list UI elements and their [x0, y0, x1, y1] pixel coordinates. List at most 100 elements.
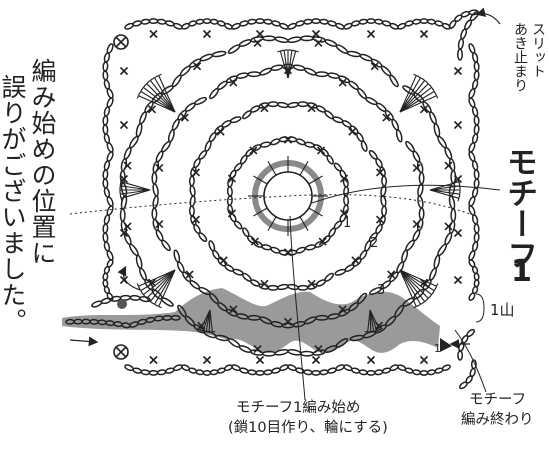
single-crochet-mark	[307, 104, 316, 113]
interior-chain-loop	[429, 111, 437, 125]
border-chain	[358, 18, 368, 25]
border-chain	[350, 367, 361, 374]
single-crochet-mark	[219, 256, 228, 265]
border-chain	[106, 196, 114, 207]
interior-chain-loop	[238, 345, 252, 353]
border-chain	[412, 369, 422, 376]
interior-chain-loop	[188, 205, 195, 217]
single-crochet-mark	[155, 219, 164, 229]
border-chain	[471, 241, 479, 252]
interior-chain-loop	[199, 53, 214, 62]
stitch-post	[158, 269, 176, 307]
notice-line-1: 編み始めの位置に	[28, 58, 57, 266]
start-chain	[170, 314, 181, 321]
border-chain	[404, 20, 414, 27]
border-chain	[148, 369, 159, 376]
slit-chain	[469, 367, 476, 378]
border-chain	[419, 18, 429, 25]
motif-title: モチーフ	[501, 146, 537, 270]
single-crochet-mark	[366, 355, 376, 365]
stitch-top	[457, 195, 461, 202]
single-crochet-mark	[202, 29, 212, 39]
single-crochet-mark	[351, 256, 360, 265]
border-chain	[473, 124, 480, 135]
interior-chain-loop	[433, 254, 441, 270]
slit-chain	[470, 359, 477, 370]
single-crochet-mark	[338, 78, 347, 87]
single-crochet-mark	[387, 270, 396, 279]
slit-chain	[460, 10, 470, 18]
stitch-post	[399, 269, 437, 287]
single-crochet-mark	[260, 279, 269, 288]
single-crochet-mark	[444, 222, 453, 231]
stitch-post	[429, 189, 459, 199]
border-chain	[358, 369, 368, 376]
stitch-post	[287, 50, 293, 79]
border-chain	[103, 214, 111, 225]
slit-chain	[457, 350, 464, 361]
round-number: 1	[434, 342, 441, 355]
border-chain	[195, 369, 205, 376]
single-crochet-mark	[453, 66, 463, 76]
single-crochet-mark	[314, 344, 323, 354]
border-chain	[103, 52, 111, 63]
single-crochet-mark	[216, 127, 225, 136]
stitch-post	[121, 189, 151, 199]
interior-chain-loop	[315, 71, 329, 78]
interior-chain-loop	[349, 334, 365, 342]
notice-line-2: 誤りがございました。	[0, 74, 27, 334]
stitch-post	[399, 269, 429, 299]
single-crochet-mark	[444, 161, 453, 170]
single-crochet-mark	[375, 168, 385, 177]
single-crochet-mark	[338, 305, 347, 314]
stitch-post	[199, 309, 211, 331]
circled-x-icon	[113, 344, 129, 360]
single-crochet-mark	[314, 38, 323, 48]
interior-chain-loop	[389, 74, 399, 88]
stitch-post	[399, 77, 422, 113]
border-chain	[103, 160, 111, 171]
slit-chain	[457, 48, 463, 61]
arrow-icon	[69, 336, 99, 347]
single-crochet-mark	[375, 215, 385, 224]
interior-chain-loop	[380, 195, 387, 207]
interior-chain-loop	[189, 185, 196, 197]
interior-chain-loop	[267, 101, 279, 108]
single-crochet-mark	[412, 219, 421, 229]
stitch-top	[136, 283, 141, 290]
round-number: 3	[377, 283, 386, 298]
interior-chain-loop	[401, 249, 409, 263]
single-crochet-mark	[453, 275, 463, 285]
stitch-post	[299, 161, 309, 176]
border-chain	[202, 18, 212, 25]
stitch-post	[143, 86, 176, 113]
interior-chain-loop	[417, 183, 424, 197]
border-chain	[471, 187, 479, 198]
interior-chain-loop	[360, 140, 368, 152]
start-chain	[100, 297, 112, 305]
border-chain	[295, 367, 305, 374]
stitch-post	[283, 50, 289, 79]
stitch-post	[140, 90, 176, 113]
single-crochet-mark	[283, 248, 293, 257]
single-crochet-mark	[453, 228, 463, 238]
border-chain	[473, 70, 480, 81]
single-crochet-mark	[419, 105, 429, 114]
interior-chain-loop	[259, 67, 273, 76]
single-crochet-mark	[318, 237, 327, 246]
interior-chain-loop	[236, 72, 249, 79]
end-marker-icon	[440, 338, 452, 352]
stitch-post	[158, 75, 176, 113]
stitch-post	[399, 86, 432, 113]
stitch-post	[149, 80, 176, 113]
interior-chain-loop	[305, 244, 316, 251]
single-crochet-mark	[119, 120, 129, 130]
single-crochet-mark	[149, 29, 158, 39]
interior-chain-loop	[304, 141, 315, 148]
slit-label-line-2: あき止まり	[512, 22, 528, 92]
single-crochet-mark	[229, 305, 238, 314]
stitch-post	[429, 185, 460, 191]
border-chain	[247, 18, 257, 25]
border-chain	[106, 142, 114, 153]
slit-chain	[466, 328, 476, 338]
